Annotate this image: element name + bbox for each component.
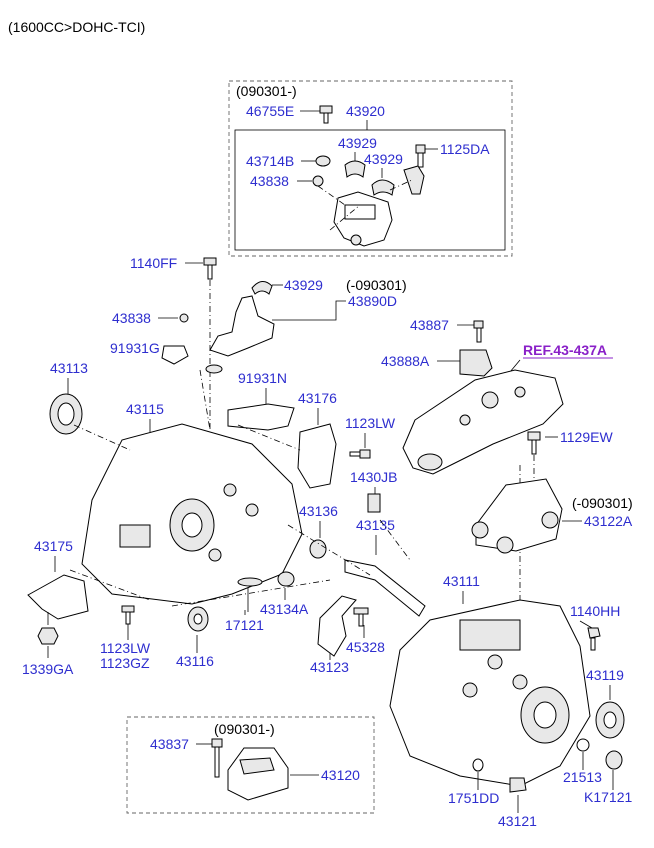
bolt-1140HH (587, 627, 601, 651)
bolt-1125DA (403, 144, 426, 195)
label-43123[interactable]: 43123 (310, 659, 349, 675)
bushing-43714B (315, 155, 331, 167)
bracket-43888A (459, 349, 493, 377)
seal-43119 (595, 701, 625, 739)
bracket-43176 (297, 423, 337, 489)
seal-43134A (277, 571, 295, 587)
label-45328[interactable]: 45328 (346, 639, 385, 655)
pin-1430JB (367, 493, 381, 513)
clip-43929-b (371, 179, 395, 196)
label-1339GA[interactable]: 1339GA (22, 661, 74, 677)
bolt-43121 (509, 777, 527, 793)
engine-header: (1600CC>DOHC-TCI) (8, 19, 145, 35)
bracket-91931G (161, 345, 189, 365)
label-43838-mid[interactable]: 43838 (112, 310, 151, 326)
label-43111[interactable]: 43111 (443, 573, 480, 589)
top-box-note: (090301-) (236, 83, 297, 99)
clip-43929-mid (251, 281, 273, 295)
label-1123GZ[interactable]: 1123GZ (100, 655, 150, 671)
washer-17121 (237, 577, 263, 587)
bolt-43887 (473, 320, 484, 343)
label-43888A[interactable]: 43888A (381, 353, 430, 369)
label-21513[interactable]: 21513 (563, 769, 602, 785)
label-43121[interactable]: 43121 (498, 813, 537, 829)
bolt-1129EW (527, 431, 541, 455)
label-43890D[interactable]: 43890D (348, 293, 397, 309)
label-43136[interactable]: 43136 (299, 503, 338, 519)
plate-43116 (187, 606, 209, 632)
label-43837[interactable]: 43837 (150, 736, 189, 752)
bolt-1123LW-top (349, 449, 371, 459)
label-43920[interactable]: 43920 (346, 103, 385, 119)
label-1123LW-top[interactable]: 1123LW (345, 415, 396, 431)
note-until-090301-b: (-090301) (572, 495, 633, 511)
label-43714B[interactable]: 43714B (246, 153, 294, 169)
bolt-46755E (319, 105, 333, 124)
label-91931N[interactable]: 91931N (238, 370, 287, 386)
label-46755E[interactable]: 46755E (246, 103, 294, 119)
seal-43113 (49, 393, 83, 435)
bottom-box-note: (090301-) (214, 721, 275, 737)
label-43119[interactable]: 43119 (586, 667, 624, 683)
label-43122A[interactable]: 43122A (584, 513, 633, 529)
label-1430JB[interactable]: 1430JB (350, 469, 397, 485)
label-43887[interactable]: 43887 (410, 317, 449, 333)
nut-43838-mid (179, 313, 189, 323)
bracket-43890D (209, 295, 275, 357)
label-1123LW-bottom[interactable]: 1123LW (100, 640, 151, 656)
rail-43135 (344, 559, 426, 617)
label-43120[interactable]: 43120 (321, 767, 360, 783)
note-until-090301-a: (-090301) (346, 277, 407, 293)
bolt-1140FF (203, 257, 217, 280)
gasket-1751DD (472, 758, 484, 772)
seal-43136 (309, 539, 327, 559)
label-43116[interactable]: 43116 (176, 653, 214, 669)
nut-43838-top (312, 175, 324, 187)
clip-43929-a (344, 160, 366, 178)
label-1140HH[interactable]: 1140HH (570, 603, 620, 619)
bracket-43122A (475, 478, 563, 552)
label-1125DA[interactable]: 1125DA (440, 141, 490, 157)
label-43838-top[interactable]: 43838 (250, 173, 289, 189)
plug-K17121 (605, 750, 623, 770)
label-43175[interactable]: 43175 (34, 538, 73, 554)
option-box-bottom (126, 716, 375, 814)
label-91931G[interactable]: 91931G (110, 340, 160, 356)
oring-21513 (576, 738, 590, 752)
label-43134A[interactable]: 43134A (260, 601, 309, 617)
label-43113[interactable]: 43113 (50, 360, 88, 376)
bolt-1123LW-bottom (121, 605, 135, 625)
ref-43-437A[interactable]: REF.43-437A (523, 342, 607, 358)
bolt-43837 (211, 738, 223, 778)
bolt-45328 (353, 607, 369, 627)
option-box-top (228, 80, 513, 257)
label-1751DD[interactable]: 1751DD (448, 790, 499, 806)
option-inner-box (234, 129, 506, 251)
bracket-43120 (227, 747, 289, 801)
label-17121[interactable]: 17121 (225, 617, 264, 633)
label-43929-top-b[interactable]: 43929 (364, 151, 403, 167)
label-43115[interactable]: 43115 (126, 401, 164, 417)
bracket-43175 (27, 574, 89, 620)
bracket-43123 (317, 595, 357, 657)
bracket-91931N (227, 403, 295, 431)
nut-1339GA (37, 627, 59, 645)
label-43135[interactable]: 43135 (356, 517, 395, 533)
label-K17121[interactable]: K17121 (584, 789, 632, 805)
label-43929-top-a[interactable]: 43929 (338, 135, 377, 151)
label-43176[interactable]: 43176 (298, 390, 337, 406)
label-1129EW[interactable]: 1129EW (560, 429, 613, 445)
label-1140FF[interactable]: 1140FF (130, 255, 177, 271)
label-43929-mid[interactable]: 43929 (284, 277, 323, 293)
